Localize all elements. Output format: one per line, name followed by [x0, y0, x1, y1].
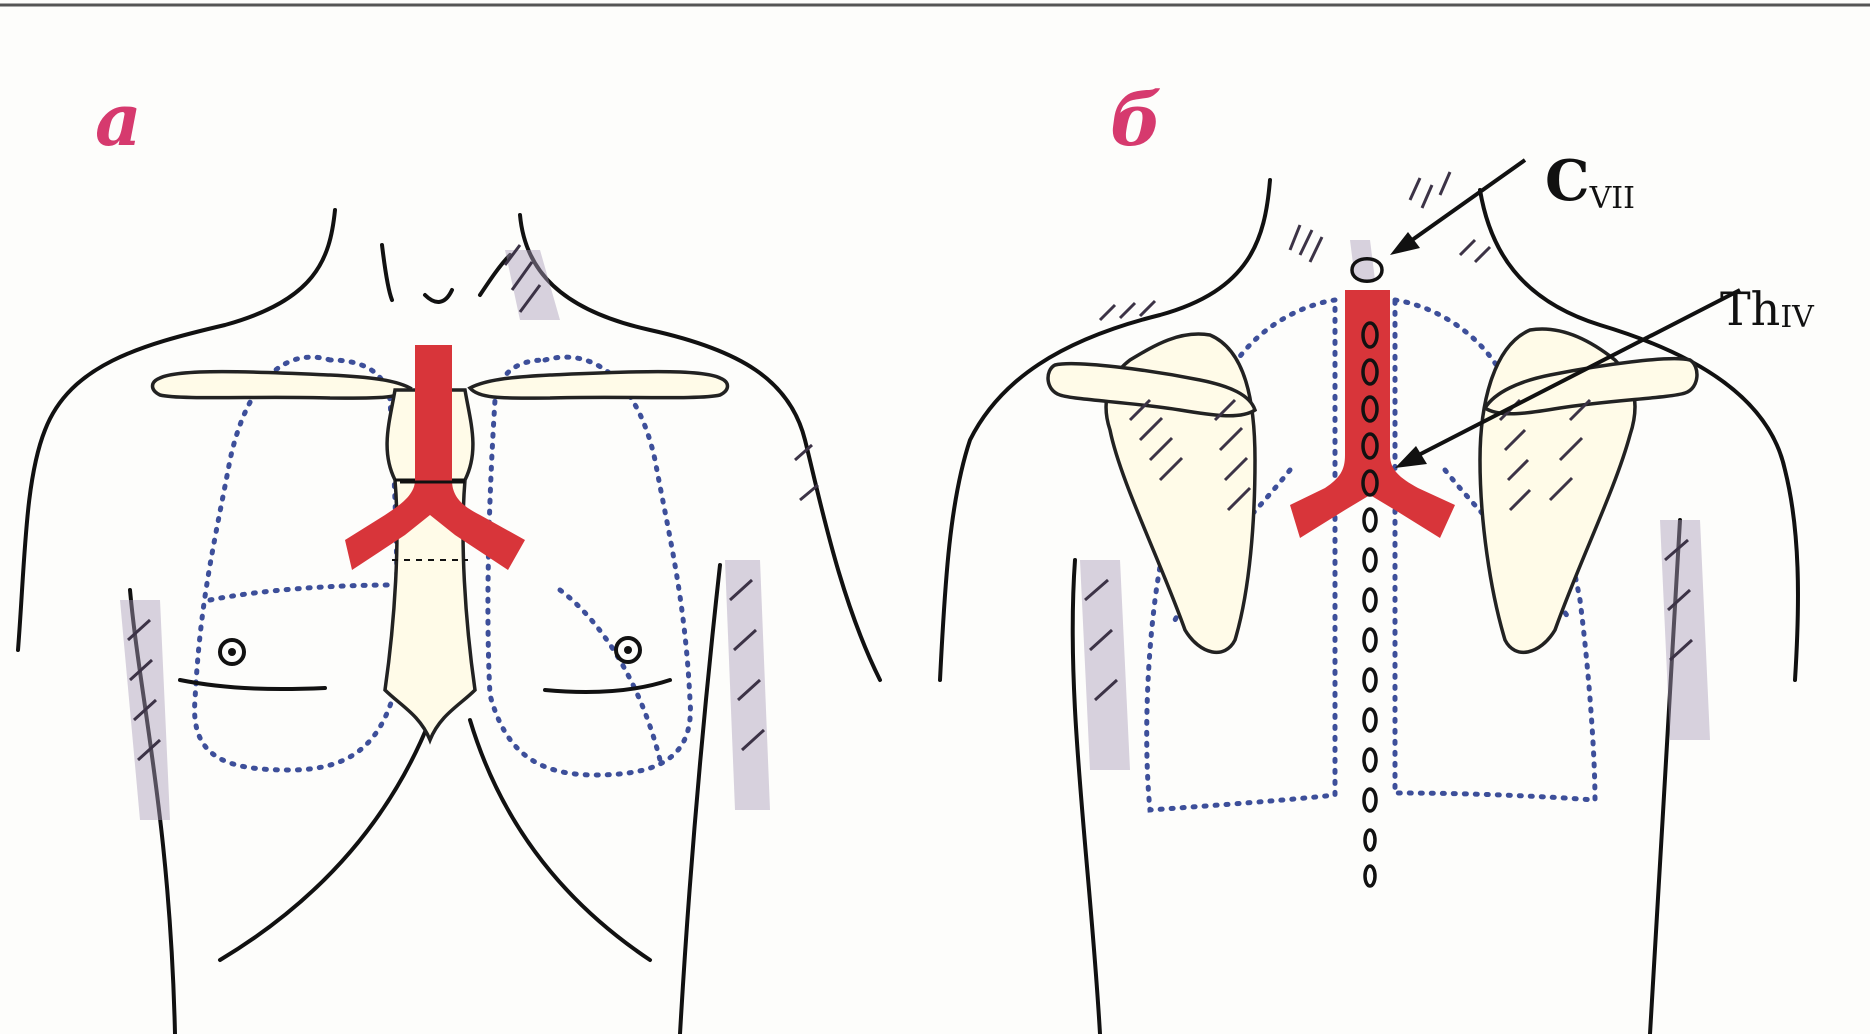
panel-a-label: а	[95, 77, 142, 162]
panel-b-posterior-view: б	[940, 77, 1815, 1034]
panel-b-label: б	[1110, 77, 1162, 162]
cvii-pointer-line	[1398, 160, 1525, 250]
left-clavicle	[153, 372, 411, 399]
thiv-label-main: Th	[1720, 282, 1780, 336]
thiv-label-sub: IV	[1780, 300, 1815, 335]
panel-a-anterior-view: а	[18, 77, 880, 1034]
right-clavicle	[470, 372, 728, 399]
panel-b-trachea	[1290, 290, 1455, 538]
cvii-label: CVII	[1545, 148, 1635, 216]
thiv-arrowhead	[1395, 446, 1427, 468]
cvii-label-sub: VII	[1589, 181, 1635, 216]
cvii-label-main: C	[1545, 148, 1590, 214]
thiv-label: ThIV	[1720, 282, 1815, 336]
